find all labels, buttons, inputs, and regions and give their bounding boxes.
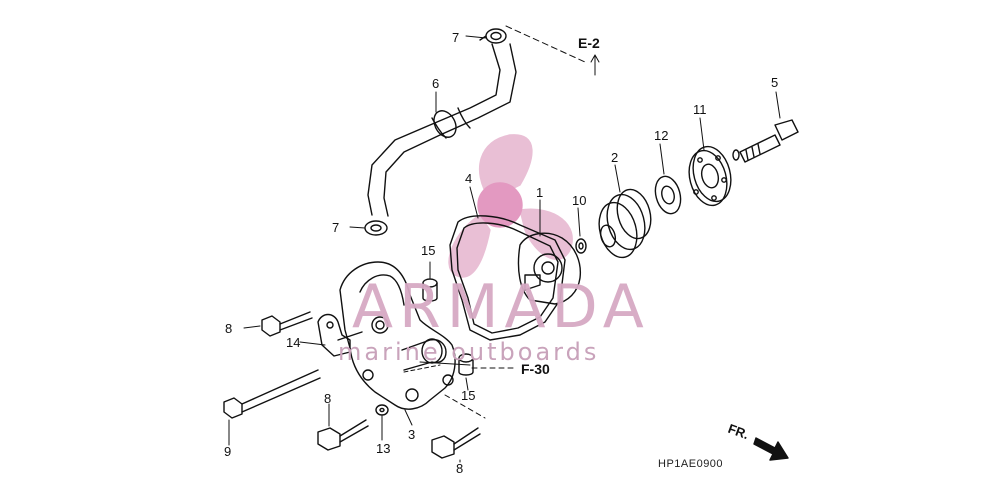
callout-2: 2	[611, 150, 619, 165]
front-direction-arrow-icon	[753, 437, 789, 461]
bolt-lower-right	[431, 427, 481, 463]
long-bolt	[223, 369, 321, 446]
callout-13: 11	[693, 102, 707, 117]
pump-shaft	[732, 91, 799, 163]
callout-7-middle: 7	[332, 220, 340, 235]
hose-clamp-top	[465, 28, 507, 44]
water-hose	[367, 43, 517, 217]
callout-1: 1	[536, 185, 544, 200]
callout-10: 10	[572, 193, 587, 208]
water-pump-body	[339, 261, 486, 426]
callout-7-top: 7	[452, 30, 460, 45]
callout-4: 4	[465, 171, 473, 186]
callout-8-left: 8	[225, 321, 233, 336]
callout-9: 9	[224, 444, 232, 459]
impeller-cover	[517, 199, 582, 305]
diagram-code: HP1AE0900	[658, 458, 724, 470]
reference-e2: E-2	[578, 35, 600, 51]
callout-14: 12	[654, 128, 669, 143]
gasket	[449, 186, 566, 341]
pump-bracket	[299, 313, 363, 357]
hose-clamp-middle	[349, 220, 388, 236]
callout-15-lower: 15	[461, 388, 476, 403]
callout-15-upper: 15	[421, 243, 436, 258]
washer-11	[375, 404, 389, 441]
callout-8-right: 8	[456, 461, 464, 476]
callout-8-middle: 8	[324, 391, 332, 406]
ball-bearing	[688, 117, 732, 207]
dowel-pin-upper	[422, 278, 438, 302]
watermark-brand: ARMADA	[352, 272, 650, 342]
callout-5: 5	[771, 75, 779, 90]
mechanical-seal	[598, 164, 652, 259]
bolt-lower-middle	[317, 403, 369, 451]
washer-small	[575, 207, 587, 254]
callout-11: 13	[376, 441, 391, 456]
watermark-tagline: marine outboards	[338, 338, 600, 366]
callout-3: 3	[408, 427, 416, 442]
oil-seal	[654, 143, 682, 215]
callout-12: 14	[286, 335, 301, 350]
dowel-pin-lower	[458, 353, 474, 376]
bolt-upper-left	[243, 311, 313, 337]
reference-f30: F-30	[521, 361, 550, 377]
callout-6: 6	[432, 76, 440, 91]
